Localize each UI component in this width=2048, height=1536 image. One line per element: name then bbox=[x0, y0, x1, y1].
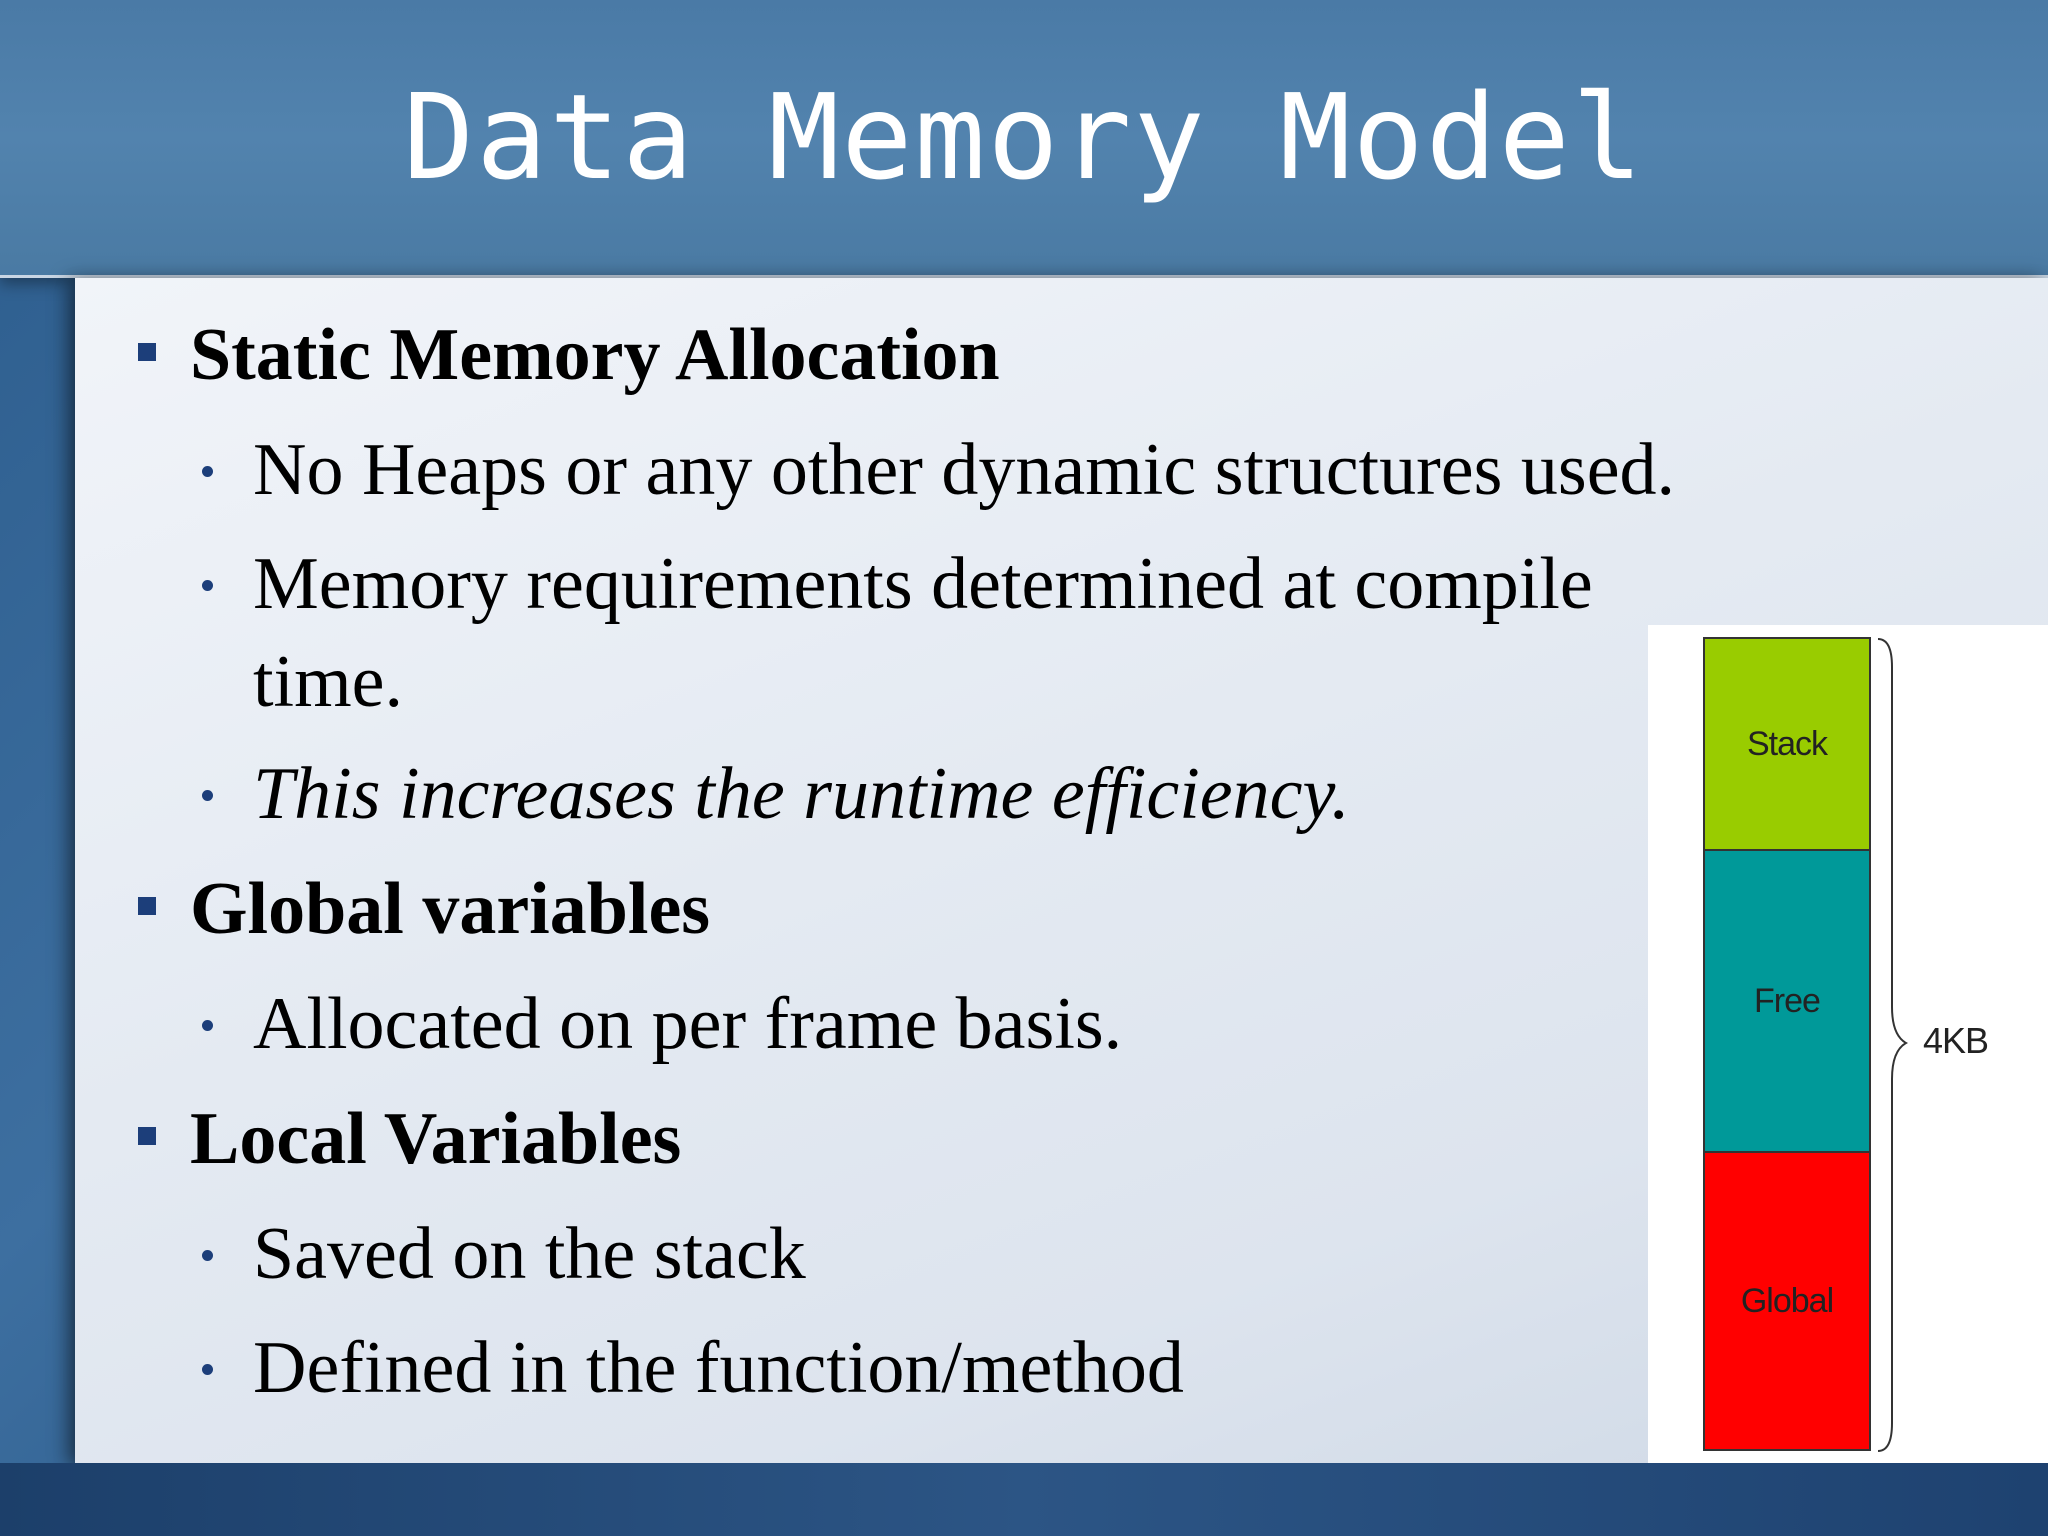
square-bullet-icon bbox=[138, 897, 156, 915]
global-segment: Global bbox=[1703, 1151, 1871, 1451]
memory-layout-diagram: Stack Free Global 4KB bbox=[1648, 625, 2048, 1463]
dot-bullet-icon bbox=[202, 790, 213, 801]
bullet-local-variables: Local Variables bbox=[190, 1098, 682, 1180]
bullet-global-variables: Global variables bbox=[190, 868, 711, 950]
sub-bullet-no-heaps: No Heaps or any other dynamic structures… bbox=[253, 429, 1676, 511]
dot-bullet-icon bbox=[202, 1250, 213, 1261]
sub-bullet-saved-stack: Saved on the stack bbox=[253, 1213, 806, 1295]
sub-bullet-memory-req-cont: time. bbox=[253, 641, 404, 723]
sub-bullet-memory-req: Memory requirements determined at compil… bbox=[253, 543, 1593, 625]
square-bullet-icon bbox=[138, 1127, 156, 1145]
dot-bullet-icon bbox=[202, 466, 213, 477]
bottom-band bbox=[0, 1463, 2048, 1536]
sub-bullet-defined-function: Defined in the function/method bbox=[253, 1327, 1184, 1409]
dot-bullet-icon bbox=[202, 1364, 213, 1375]
stack-segment: Stack bbox=[1703, 637, 1871, 851]
sub-bullet-allocated: Allocated on per frame basis. bbox=[253, 983, 1123, 1065]
dot-bullet-icon bbox=[202, 580, 213, 591]
dot-bullet-icon bbox=[202, 1020, 213, 1031]
title-bar: Data Memory Model bbox=[0, 0, 2048, 278]
brace-icon bbox=[1877, 638, 1909, 1452]
square-bullet-icon bbox=[138, 343, 156, 361]
bullet-static-memory: Static Memory Allocation bbox=[190, 314, 1000, 396]
free-segment: Free bbox=[1703, 849, 1871, 1153]
size-label: 4KB bbox=[1923, 1020, 1989, 1061]
sub-bullet-runtime-efficiency: This increases the runtime efficiency. bbox=[253, 753, 1350, 835]
slide-title: Data Memory Model bbox=[403, 68, 1645, 206]
